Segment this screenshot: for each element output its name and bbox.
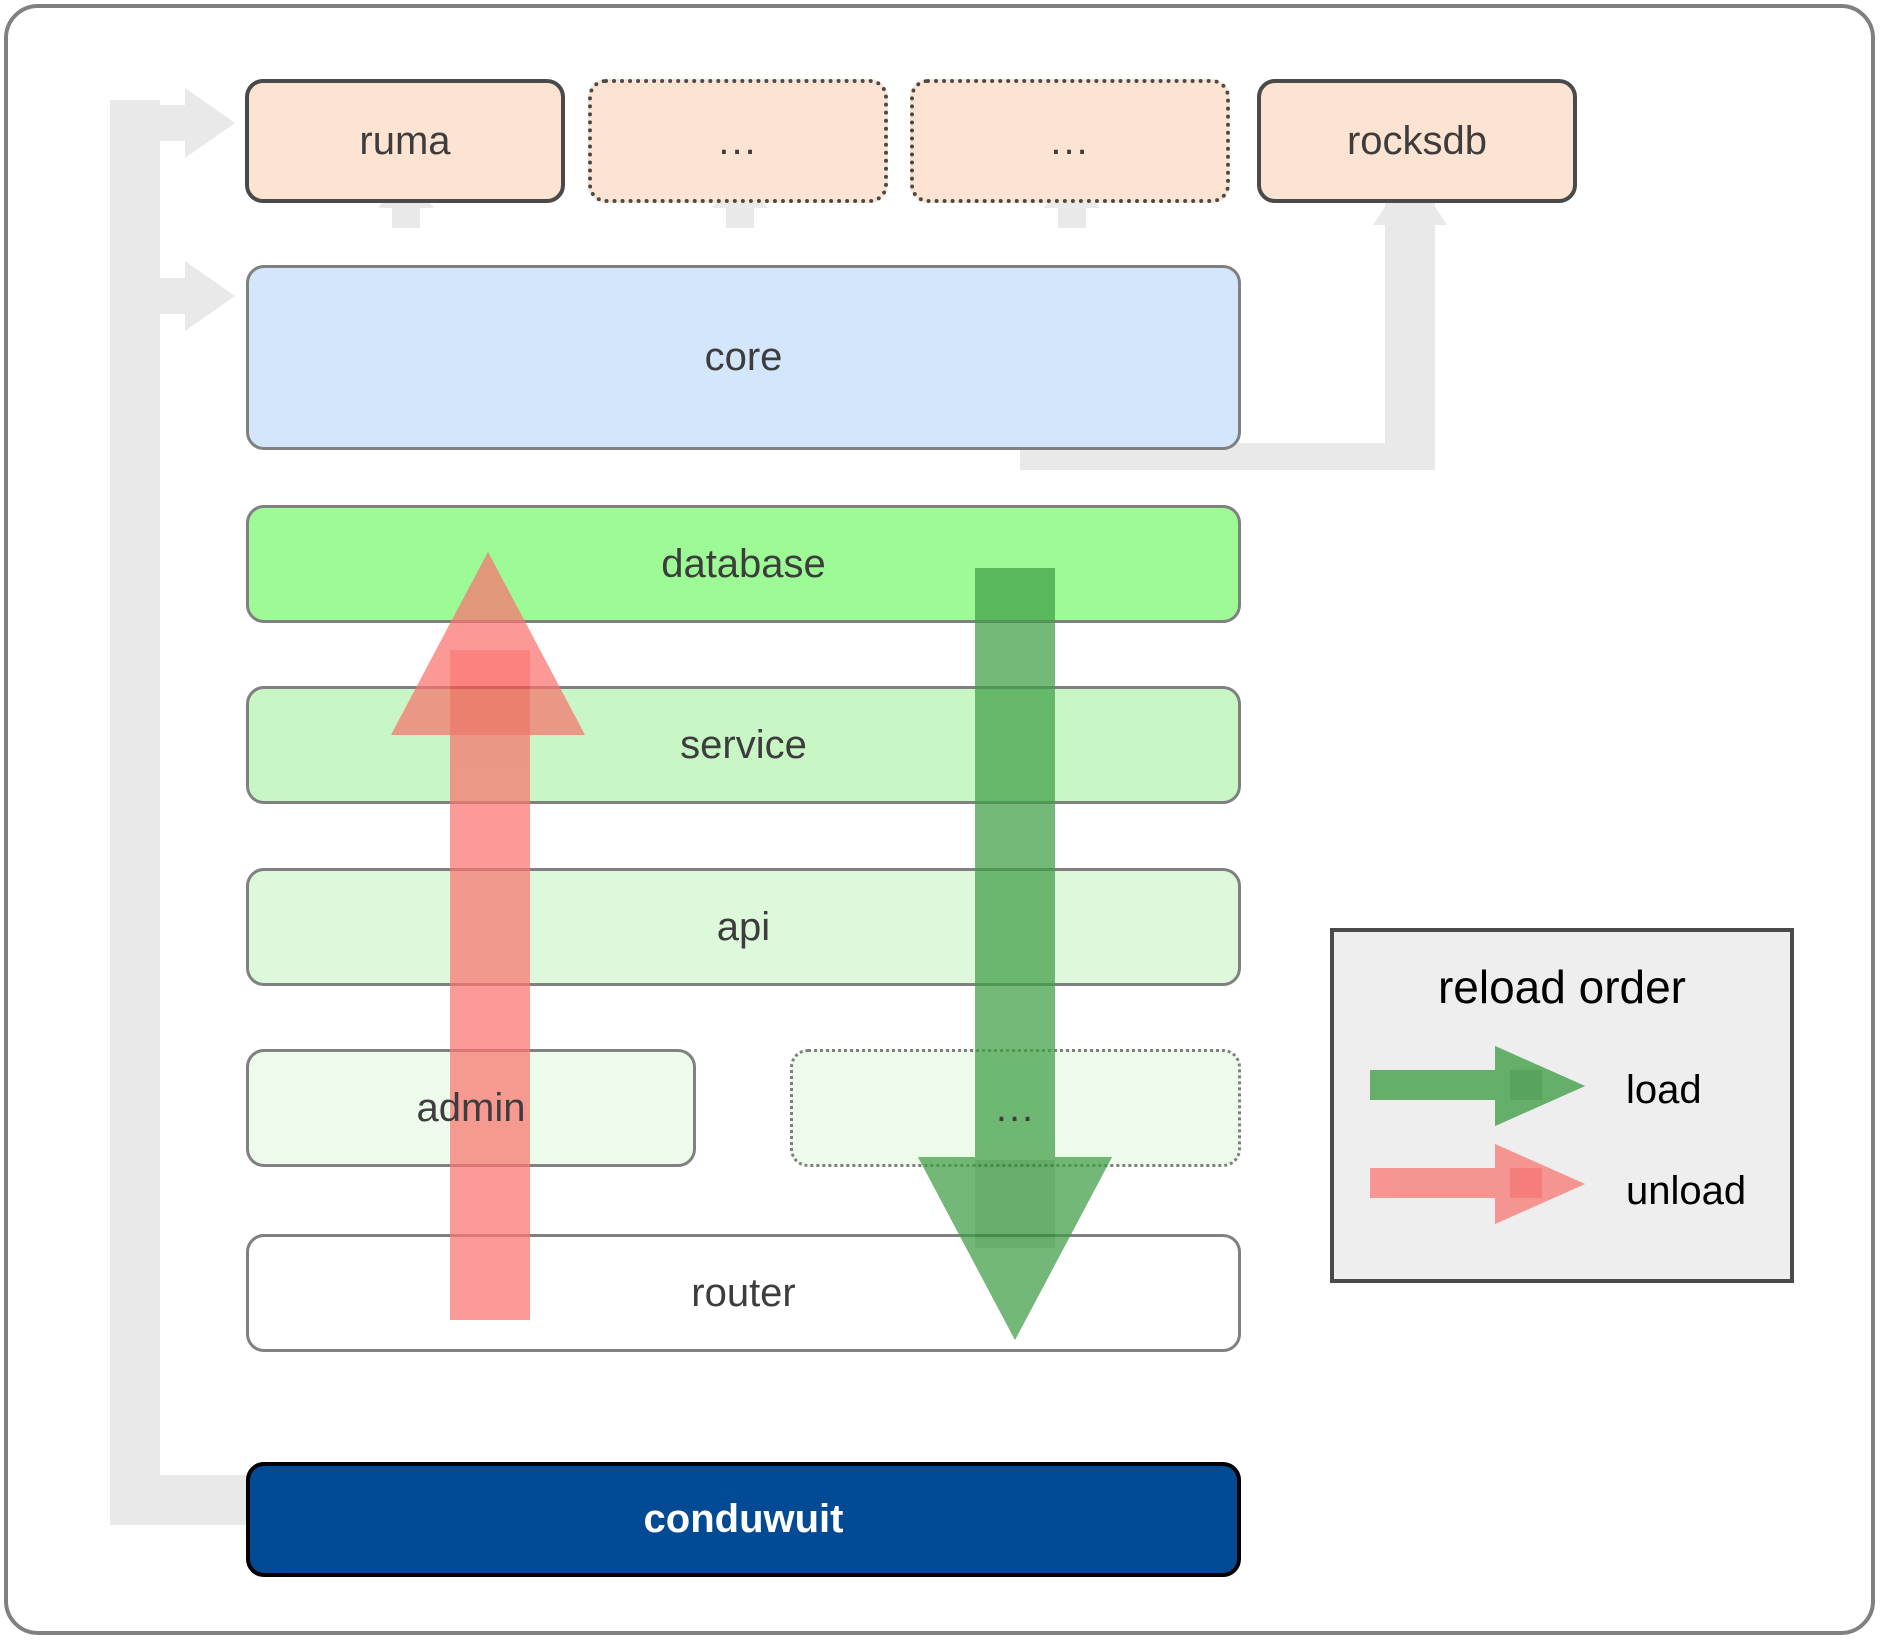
connector-arrow-ruma — [110, 88, 235, 158]
connector-arrow-core — [110, 261, 235, 331]
legend-arrows-layer — [1370, 1046, 1585, 1224]
dependency-node-placeholder-1[interactable]: ... — [588, 79, 888, 203]
dependency-label-rocksdb: rocksdb — [1346, 118, 1488, 163]
layer-node-database[interactable]: database — [246, 505, 1241, 623]
dependency-node-ruma[interactable]: ruma — [245, 79, 565, 203]
binary-node-conduwuit[interactable]: conduwuit — [246, 1462, 1241, 1577]
layer-node-api[interactable]: api — [246, 868, 1241, 986]
dependency-node-placeholder-2[interactable]: ... — [910, 79, 1230, 203]
connector-riser-rocksdb — [1385, 200, 1435, 470]
legend-swatch-load — [1370, 1046, 1585, 1126]
layer-node-service[interactable]: service — [246, 686, 1241, 804]
dependency-label-placeholder-2: ... — [1050, 119, 1090, 163]
connector-to-conduwuit — [110, 1475, 250, 1525]
legend-swatch-unload — [1370, 1144, 1585, 1224]
layer-label-router: router — [691, 1270, 796, 1315]
legend-label-load: load — [1626, 1068, 1702, 1112]
dependency-label-ruma: ruma — [359, 118, 451, 163]
legend-title: reload order — [1437, 961, 1687, 1013]
legend-panel: reload order load unload — [1330, 928, 1794, 1283]
layer-label-database: database — [661, 541, 826, 586]
legend-label-unload: unload — [1626, 1169, 1747, 1213]
dependency-label-placeholder-1: ... — [718, 119, 758, 163]
layer-label-service: service — [680, 722, 807, 767]
layer-label-api: api — [716, 904, 771, 949]
layer-label-admin: admin — [416, 1085, 526, 1130]
layer-node-router[interactable]: router — [246, 1234, 1241, 1352]
layer-node-core[interactable]: core — [246, 265, 1241, 450]
connector-trunk — [110, 125, 160, 1500]
layer-node-admin[interactable]: admin — [246, 1049, 696, 1167]
layer-label-core: core — [704, 335, 783, 379]
dependency-node-rocksdb[interactable]: rocksdb — [1257, 79, 1577, 203]
gray-connector-group — [110, 88, 1447, 1525]
layer-node-placeholder[interactable]: ... — [790, 1049, 1241, 1167]
binary-label-conduwuit: conduwuit — [643, 1497, 844, 1541]
layer-label-placeholder: ... — [995, 1086, 1036, 1130]
